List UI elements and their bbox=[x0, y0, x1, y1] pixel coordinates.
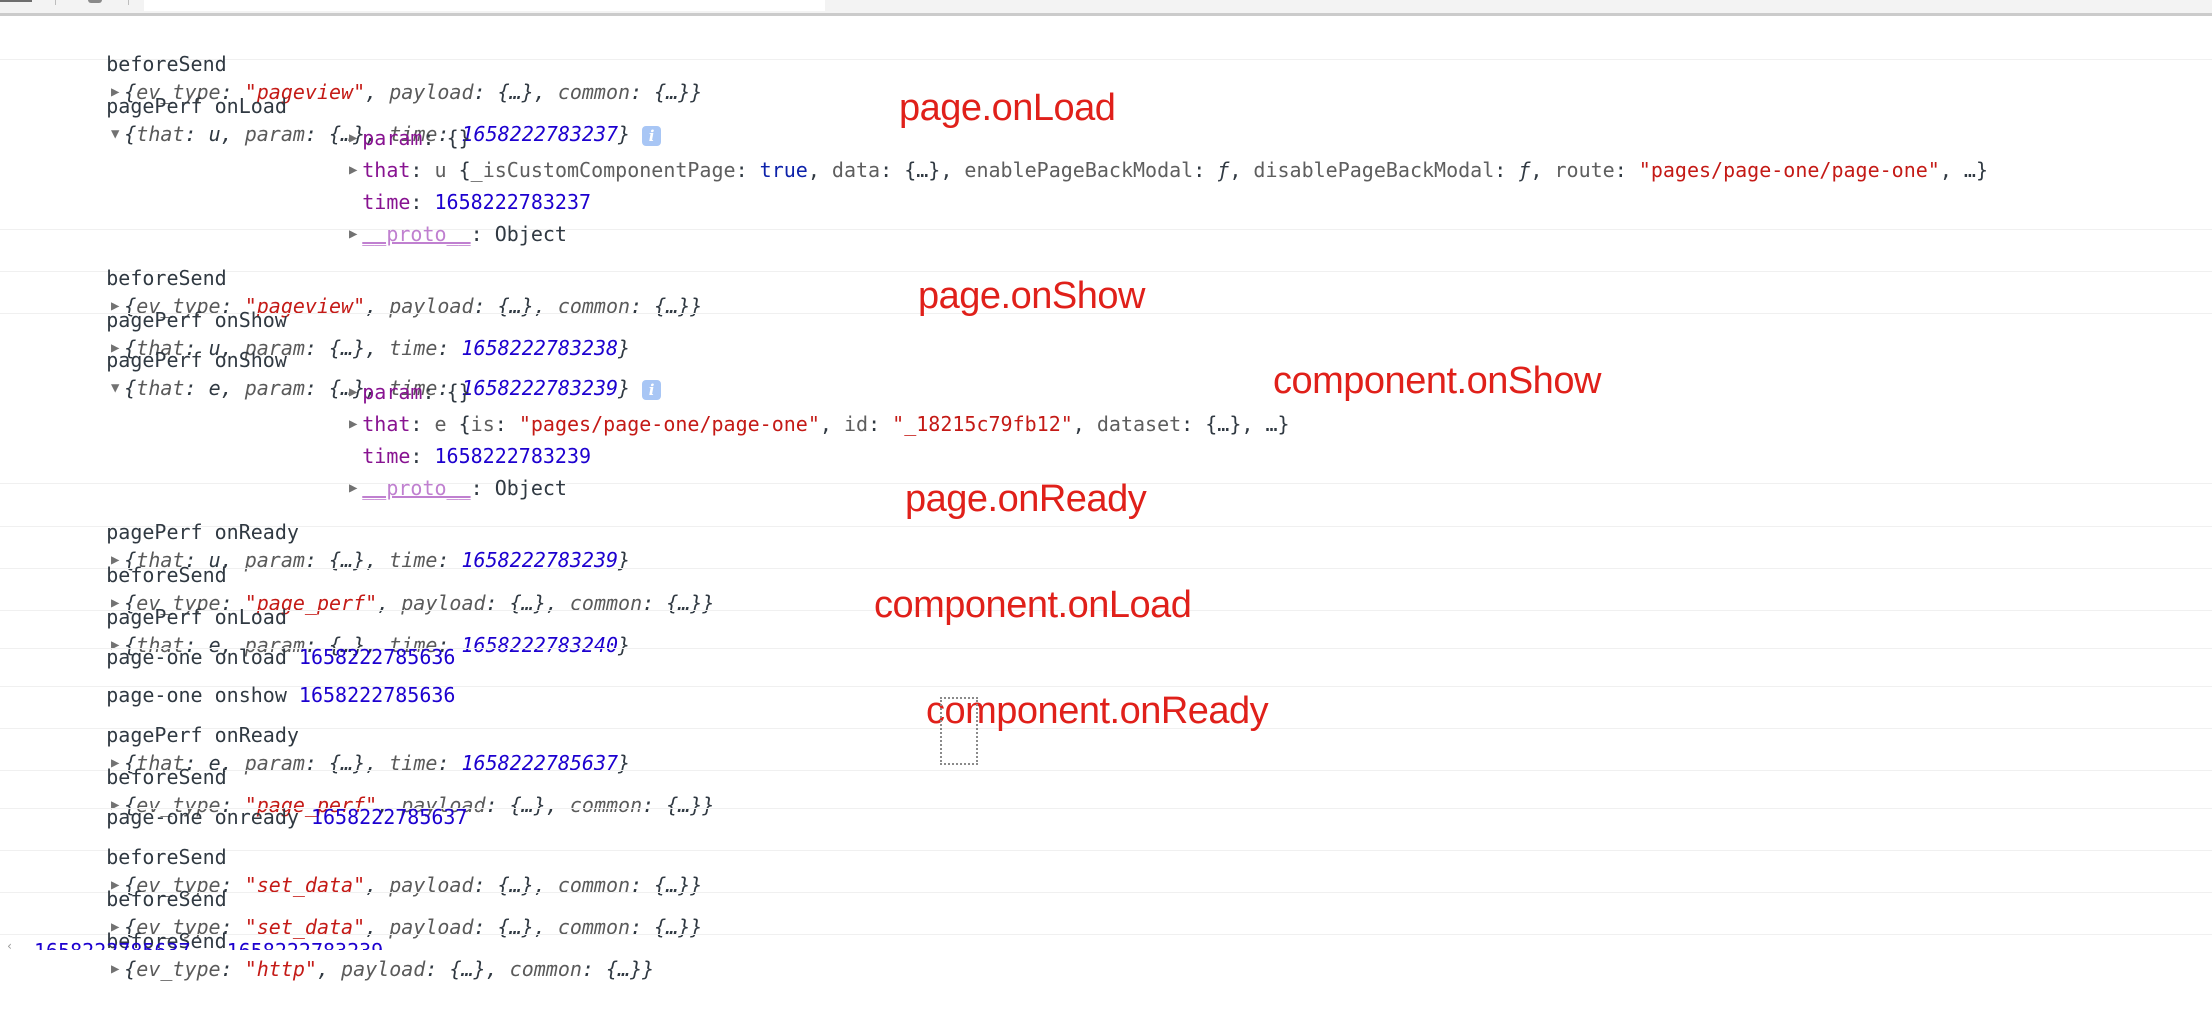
expand-arrow-icon[interactable]: ▶ bbox=[111, 755, 120, 771]
object-preview[interactable]: {that: e, param: {…}, time: 165822278323… bbox=[124, 376, 631, 400]
sidebar-toggle-icon[interactable] bbox=[0, 0, 32, 2]
prompt-arrow-icon: ‹ bbox=[6, 939, 14, 950]
console-message: page-one onload 1658222785636 bbox=[0, 611, 2212, 669]
property-row-that[interactable]: ▶that: e {is: "pages/page-one/page-one",… bbox=[272, 382, 1290, 436]
console-messages: beforeSend ▶{ev_type: "pageview", payloa… bbox=[0, 16, 2212, 981]
message-label: beforeSend bbox=[106, 929, 227, 953]
expand-arrow-icon[interactable]: ▶ bbox=[111, 595, 120, 611]
property-row-proto[interactable]: ▶__proto__: Object bbox=[272, 192, 567, 246]
message-label: beforeSend bbox=[106, 765, 227, 789]
message-value: 1658222785637 bbox=[310, 805, 468, 829]
annotation-page-onready: page.onReady bbox=[905, 478, 1147, 520]
property-row-param[interactable]: ▶param: {} bbox=[272, 350, 471, 404]
message-label: pagePerf onLoad bbox=[106, 94, 287, 118]
annotation-page-onshow: page.onShow bbox=[918, 275, 1145, 317]
expand-arrow-icon[interactable]: ▶ bbox=[349, 130, 358, 146]
object-preview[interactable]: {ev_type: "pageview", payload: {…}, comm… bbox=[124, 80, 703, 104]
clear-console-icon[interactable] bbox=[88, 0, 102, 3]
object-preview[interactable]: {ev_type: "pageview", payload: {…}, comm… bbox=[124, 294, 703, 318]
annotation-page-onload: page.onLoad bbox=[899, 87, 1116, 129]
console-message: page-one onshow 1658222785636 bbox=[0, 649, 2212, 707]
console-message-expanded[interactable]: pagePerf onLoad ▼{that: u, param: {…}, t… bbox=[0, 60, 2212, 246]
annotation-component-onshow: component.onShow bbox=[1273, 360, 1601, 402]
object-preview[interactable]: {that: u, param: {…}, time: 165822278323… bbox=[124, 122, 631, 146]
toolbar-divider bbox=[128, 0, 129, 5]
message-label: pagePerf onLoad bbox=[106, 605, 287, 629]
expand-arrow-icon[interactable]: ▶ bbox=[111, 919, 120, 935]
message-label: page-one onready bbox=[106, 805, 299, 829]
object-preview[interactable]: {that: e, param: {…}, time: 165822278563… bbox=[124, 751, 631, 775]
expand-arrow-icon[interactable]: ▶ bbox=[111, 298, 120, 314]
expand-arrow-icon[interactable]: ▶ bbox=[349, 226, 358, 242]
console-message[interactable]: beforeSend ▶{ev_type: "page_perf", paylo… bbox=[0, 527, 2212, 615]
console-message[interactable]: beforeSend ▶{ev_type: "pageview", payloa… bbox=[0, 16, 2212, 104]
message-value: 1658222785636 bbox=[298, 645, 456, 669]
console-message: page-one onready 1658222785637 bbox=[0, 771, 2212, 829]
expand-arrow-icon[interactable]: ▶ bbox=[349, 480, 358, 496]
expand-arrow-icon[interactable]: ▶ bbox=[111, 552, 120, 568]
message-label: pagePerf onShow bbox=[106, 348, 287, 372]
property-row-that[interactable]: ▶that: u {_isCustomComponentPage: true, … bbox=[272, 128, 1988, 182]
console-message[interactable]: pagePerf onReady ▶{that: e, param: {…}, … bbox=[0, 687, 2212, 775]
console-message[interactable]: beforeSend ▶{ev_type: "http", payload: {… bbox=[0, 893, 2212, 981]
object-preview[interactable]: {ev_type: "set_data", payload: {…}, comm… bbox=[124, 873, 703, 897]
property-row-proto[interactable]: ▶__proto__: Object bbox=[272, 446, 567, 500]
expand-arrow-icon[interactable]: ▶ bbox=[349, 416, 358, 432]
console-filter-input[interactable] bbox=[144, 0, 825, 11]
message-label: beforeSend bbox=[106, 845, 227, 869]
message-label: beforeSend bbox=[106, 887, 227, 911]
console-message[interactable]: beforeSend ▶{ev_type: "pageview", payloa… bbox=[0, 230, 2212, 318]
annotation-component-onready: component.onReady bbox=[926, 690, 1269, 732]
info-icon[interactable]: i bbox=[642, 379, 662, 400]
object-preview[interactable]: {ev_type: "http", payload: {…}, common: … bbox=[124, 957, 655, 981]
property-row-time: time: 1658222783239 bbox=[362, 444, 592, 468]
console-message[interactable]: beforeSend ▶{ev_type: "page_perf", paylo… bbox=[0, 729, 2212, 817]
expand-arrow-icon[interactable]: ▶ bbox=[111, 84, 120, 100]
message-label: pagePerf onReady bbox=[106, 520, 299, 544]
message-label: beforeSend bbox=[106, 266, 227, 290]
property-row-param[interactable]: ▶param: {} bbox=[272, 96, 471, 150]
console-message[interactable]: beforeSend ▶{ev_type: "set_data", payloa… bbox=[0, 809, 2212, 897]
selection-rectangle bbox=[940, 697, 978, 765]
toolbar-divider bbox=[55, 0, 56, 5]
object-preview[interactable]: {that: u, param: {…}, time: 165822278323… bbox=[124, 336, 631, 360]
console-message[interactable]: pagePerf onShow ▶{that: u, param: {…}, t… bbox=[0, 272, 2212, 360]
property-row-time: time: 1658222783237 bbox=[362, 190, 592, 214]
console-message-expanded[interactable]: pagePerf onShow ▼{that: e, param: {…}, t… bbox=[0, 314, 2212, 500]
object-preview[interactable]: {ev_type: "page_perf", payload: {…}, com… bbox=[124, 793, 715, 817]
message-label: pagePerf onShow bbox=[106, 308, 287, 332]
object-preview[interactable]: {that: e, param: {…}, time: 165822278324… bbox=[124, 633, 631, 657]
message-label: beforeSend bbox=[106, 52, 227, 76]
object-preview[interactable]: {ev_type: "set_data", payload: {…}, comm… bbox=[124, 915, 703, 939]
expand-arrow-icon[interactable]: ▶ bbox=[349, 162, 358, 178]
message-label: pagePerf onReady bbox=[106, 723, 299, 747]
console-message[interactable]: pagePerf onLoad ▶{that: e, param: {…}, t… bbox=[0, 569, 2212, 657]
message-label: page-one onload bbox=[106, 645, 287, 669]
expand-arrow-icon[interactable]: ▶ bbox=[111, 340, 120, 356]
partial-expression: 1658222785637 - 1658222783239 bbox=[34, 937, 383, 950]
console-toolbar bbox=[0, 0, 2212, 16]
message-label: beforeSend bbox=[106, 563, 227, 587]
expand-arrow-icon[interactable]: ▶ bbox=[111, 637, 120, 653]
message-label: page-one onshow bbox=[106, 683, 287, 707]
collapse-arrow-icon[interactable]: ▼ bbox=[111, 380, 120, 396]
object-preview[interactable]: {ev_type: "page_perf", payload: {…}, com… bbox=[124, 591, 715, 615]
message-value: 1658222785636 bbox=[298, 683, 456, 707]
collapse-arrow-icon[interactable]: ▼ bbox=[111, 126, 120, 142]
expand-arrow-icon[interactable]: ▶ bbox=[111, 877, 120, 893]
info-icon[interactable]: i bbox=[642, 125, 662, 146]
expand-arrow-icon[interactable]: ▶ bbox=[111, 961, 120, 977]
annotation-component-onload: component.onLoad bbox=[874, 584, 1192, 626]
console-message[interactable]: beforeSend ▶{ev_type: "set_data", payloa… bbox=[0, 851, 2212, 939]
expand-arrow-icon[interactable]: ▶ bbox=[111, 797, 120, 813]
console-partial-line: ‹ 1658222785637 - 1658222783239 bbox=[0, 935, 2212, 950]
expand-arrow-icon[interactable]: ▶ bbox=[349, 384, 358, 400]
